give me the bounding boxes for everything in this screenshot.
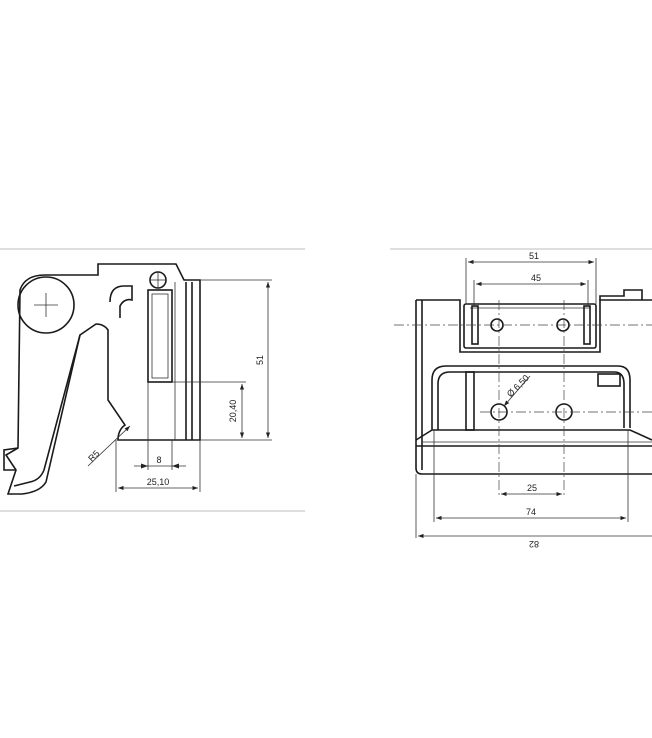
front-view-lower-tray-outer	[431, 365, 631, 428]
dim-25-10-label: 25,10	[147, 477, 170, 487]
dim-8-arrow-left	[141, 463, 148, 469]
dim-f51-label: 51	[529, 251, 539, 261]
front-view-base-band	[415, 429, 652, 441]
side-view-outline	[4, 263, 201, 495]
dim-f74-label: 74	[526, 507, 536, 517]
dim-8-arrow-right	[172, 463, 179, 469]
side-view-boss-circle	[17, 276, 75, 334]
dim-hole-dia-leader	[503, 375, 531, 407]
dim-r5-label: R5	[86, 448, 101, 463]
dim-f45-label: 45	[531, 273, 541, 283]
dim-51-label: 51	[255, 355, 265, 365]
front-view-upper-cutout	[463, 303, 597, 349]
side-view-slot	[147, 289, 173, 383]
dim-8-label: 8	[156, 455, 161, 465]
side-view-arm-inner	[13, 334, 81, 487]
side-view-hook	[3, 447, 19, 471]
front-view-slot-left	[465, 371, 475, 431]
front-view-top-right-step	[599, 289, 643, 300]
dim-r5-leader	[87, 425, 131, 467]
dim-f82-label: 82	[529, 539, 539, 549]
dim-f25-label: 25	[527, 483, 537, 493]
front-view-outer-body	[415, 299, 652, 475]
dim-20-40-label: 20,40	[228, 400, 238, 423]
side-view: 51 20,40 R5 8 25,10	[0, 248, 305, 512]
side-view-notch	[109, 285, 133, 318]
dim-hole-dia-label: Ø 6,50	[505, 373, 531, 399]
front-view: 51 45 Ø 6,50 25 74 82	[390, 248, 652, 549]
front-view-slot-right	[597, 373, 621, 387]
front-view-lower-tray-inner	[437, 371, 625, 428]
side-view-slot-inner	[151, 293, 169, 379]
